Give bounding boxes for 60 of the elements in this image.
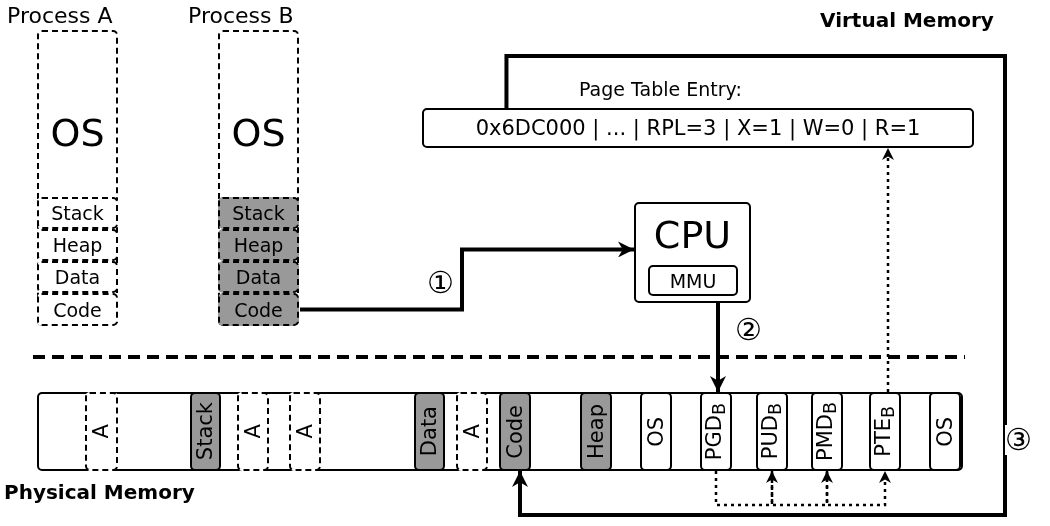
memory-page xyxy=(85,392,118,471)
memory-segment xyxy=(37,261,118,293)
step-number: ③ xyxy=(1005,425,1032,455)
memory-page xyxy=(414,392,445,471)
memory-segment xyxy=(37,229,118,261)
segment-label: Stack xyxy=(51,202,104,224)
segment-label: OS xyxy=(230,114,287,152)
arrow xyxy=(825,471,891,507)
page-label: A xyxy=(242,424,264,439)
memory-page xyxy=(811,392,843,471)
memory-page xyxy=(456,392,488,471)
segment-label: Stack xyxy=(232,202,285,224)
arrow xyxy=(714,471,778,507)
page-label: OS xyxy=(934,416,956,447)
cpu-box xyxy=(634,202,751,303)
arrow xyxy=(882,148,894,392)
arrow xyxy=(770,471,833,507)
segment-label: Heap xyxy=(52,234,103,256)
memory-segment xyxy=(218,293,299,326)
segment-label: Code xyxy=(53,298,102,321)
page-label: Heap xyxy=(585,404,607,459)
segment-label: Data xyxy=(54,266,101,288)
memory-page xyxy=(499,392,531,471)
memory-page xyxy=(869,392,901,471)
page-label: A xyxy=(461,424,483,439)
page-label: Stack xyxy=(195,402,216,461)
arrow xyxy=(300,241,634,312)
entry-fields: 0x6DC000 | ... | RPL=3 | X=1 | W=0 | R=1 xyxy=(475,116,921,140)
memory-page xyxy=(580,392,612,471)
arrow xyxy=(504,54,1007,517)
memory-page xyxy=(289,392,321,471)
segment-label: Data xyxy=(235,266,282,288)
segment-label: Heap xyxy=(233,234,284,256)
page-label: Code xyxy=(504,404,526,459)
memory-page xyxy=(756,392,788,471)
column-heading: Process A xyxy=(7,5,113,27)
memory-segment xyxy=(37,197,118,229)
page-label: A xyxy=(91,424,112,439)
page-label: Data xyxy=(419,406,440,457)
memory-segment xyxy=(218,197,299,229)
mmu-label: MMU xyxy=(669,269,717,292)
page-label: A xyxy=(294,424,316,439)
memory-segment xyxy=(218,261,299,293)
segment-label: Code xyxy=(234,298,283,321)
mmu-box xyxy=(648,265,738,296)
region-heading: Virtual Memory xyxy=(820,10,994,30)
region-heading: Physical Memory xyxy=(4,482,195,502)
memory-page xyxy=(640,392,672,471)
table-heading: Page Table Entry: xyxy=(579,80,742,99)
page-label: OS xyxy=(645,416,667,447)
memory-page xyxy=(190,392,221,471)
memory-segment xyxy=(37,293,118,326)
memory-page xyxy=(929,392,961,471)
memory-segment xyxy=(218,229,299,261)
memory-page xyxy=(700,392,732,471)
column-heading: Process B xyxy=(188,5,294,27)
arrow xyxy=(710,303,726,392)
memory-page xyxy=(237,392,269,471)
cpu-label: CPU xyxy=(652,216,733,254)
segment-label: OS xyxy=(49,114,106,152)
